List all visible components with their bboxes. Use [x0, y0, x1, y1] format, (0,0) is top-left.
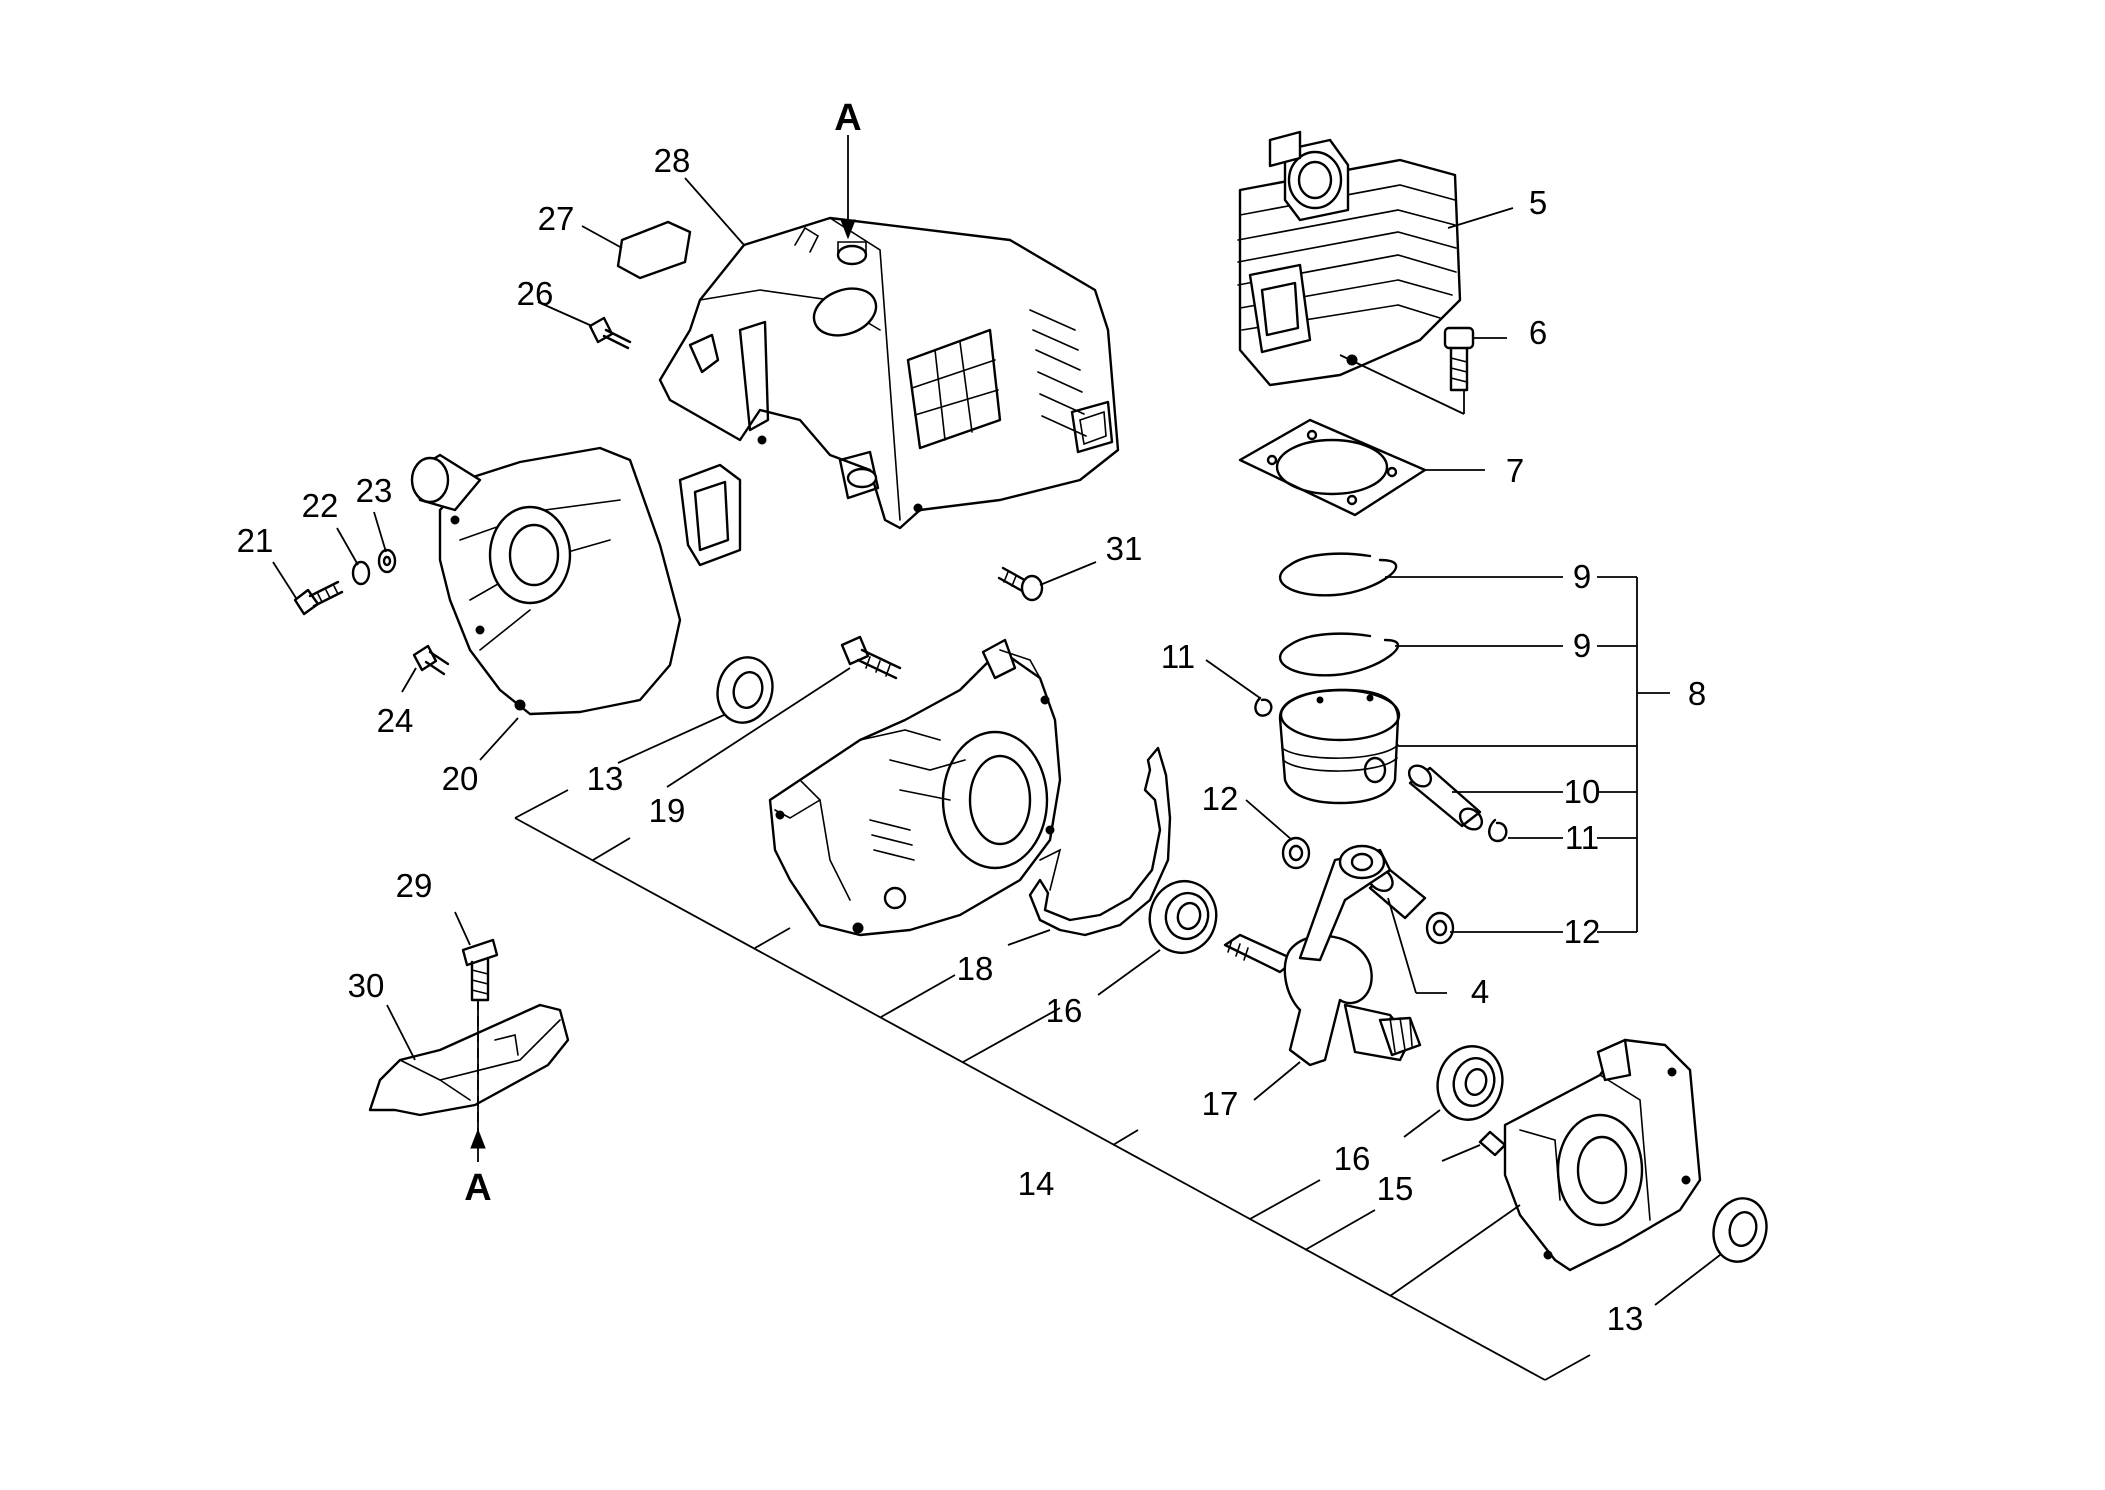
callout-20: 20 — [442, 760, 479, 797]
callout-30: 30 — [348, 967, 385, 1004]
callout-29: 29 — [396, 867, 433, 904]
screw-part-31 — [997, 566, 1044, 602]
leader-lines — [272, 135, 1721, 1381]
washer-part-12a — [1281, 836, 1311, 870]
crankcase-left-part-14 — [768, 638, 1062, 937]
cylinder-part-5 — [1237, 130, 1462, 387]
callout-28: 28 — [654, 142, 691, 179]
section-label-a-bottom: A — [464, 1167, 491, 1209]
piston-part-8 — [1278, 688, 1401, 805]
callout-31: 31 — [1106, 530, 1143, 567]
engine-cover-part-28 — [658, 216, 1120, 530]
callout-23: 23 — [356, 472, 393, 509]
callout-9-upper: 9 — [1573, 558, 1591, 595]
washer-part-23 — [377, 548, 397, 574]
oil-seal-part-13a — [716, 656, 774, 724]
bolt-part-29 — [461, 938, 499, 1002]
skid-part-30 — [368, 1003, 570, 1117]
bolt-part-21 — [293, 580, 344, 616]
callout-8: 8 — [1688, 675, 1706, 712]
screw-part-26 — [588, 316, 632, 350]
callout-16-lower: 16 — [1334, 1140, 1371, 1177]
section-label-a-top: A — [834, 97, 861, 139]
washer-part-12b — [1425, 911, 1455, 945]
callout-13-upper: 13 — [587, 760, 624, 797]
callout-18: 18 — [957, 950, 994, 987]
callout-11-lower: 11 — [1565, 819, 1599, 856]
callout-27: 27 — [538, 200, 575, 237]
screw-part-24 — [412, 644, 450, 676]
piston-ring-part-9a — [1278, 552, 1398, 597]
bearing-part-16a — [1148, 879, 1218, 955]
callout-12-upper: 12 — [1202, 780, 1239, 817]
callout-21: 21 — [237, 522, 274, 559]
callout-7: 7 — [1506, 452, 1524, 489]
filter-part-27 — [616, 220, 692, 280]
circlip-part-11b — [1488, 818, 1508, 843]
circlip-part-11a — [1254, 696, 1273, 717]
callout-16-upper: 16 — [1046, 992, 1083, 1029]
crankshaft-part-17 — [1223, 844, 1422, 1067]
callout-15: 15 — [1377, 1170, 1414, 1207]
callout-4: 4 — [1471, 973, 1489, 1010]
callout-9-lower: 9 — [1573, 627, 1591, 664]
gasket-part-7 — [1238, 418, 1427, 517]
callout-10: 10 — [1564, 773, 1601, 810]
valve-part-6 — [1443, 326, 1475, 392]
callout-26: 26 — [517, 275, 554, 312]
oil-seal-part-13b — [1712, 1197, 1768, 1263]
piston-pin-part-10 — [1407, 764, 1484, 831]
screw-part-19 — [840, 635, 902, 680]
callout-14: 14 — [1018, 1165, 1055, 1202]
callout-labels: A A 28 27 26 5 6 7 31 21 22 23 24 20 13 … — [237, 97, 1707, 1337]
gasket-tab — [1039, 848, 1062, 891]
callout-6: 6 — [1529, 314, 1547, 351]
section-arrow-lower — [470, 1128, 486, 1149]
callout-12-lower: 12 — [1564, 913, 1601, 950]
callout-22: 22 — [302, 487, 339, 524]
dowel-pin-part-15 — [1478, 1130, 1507, 1157]
callout-17: 17 — [1202, 1085, 1239, 1122]
callout-19: 19 — [649, 792, 686, 829]
crankcase-gasket-part-18 — [1028, 746, 1172, 937]
fan-housing-part-20 — [410, 446, 742, 716]
callout-5: 5 — [1529, 184, 1547, 221]
piston-ring-part-9b — [1278, 632, 1400, 677]
washer-part-22 — [351, 560, 371, 586]
callout-11-upper: 11 — [1161, 638, 1195, 675]
callout-24: 24 — [377, 702, 414, 739]
callout-13-lower: 13 — [1607, 1300, 1644, 1337]
crankcase-right-part-14 — [1503, 1038, 1702, 1272]
bearing-part-16b — [1436, 1045, 1504, 1121]
